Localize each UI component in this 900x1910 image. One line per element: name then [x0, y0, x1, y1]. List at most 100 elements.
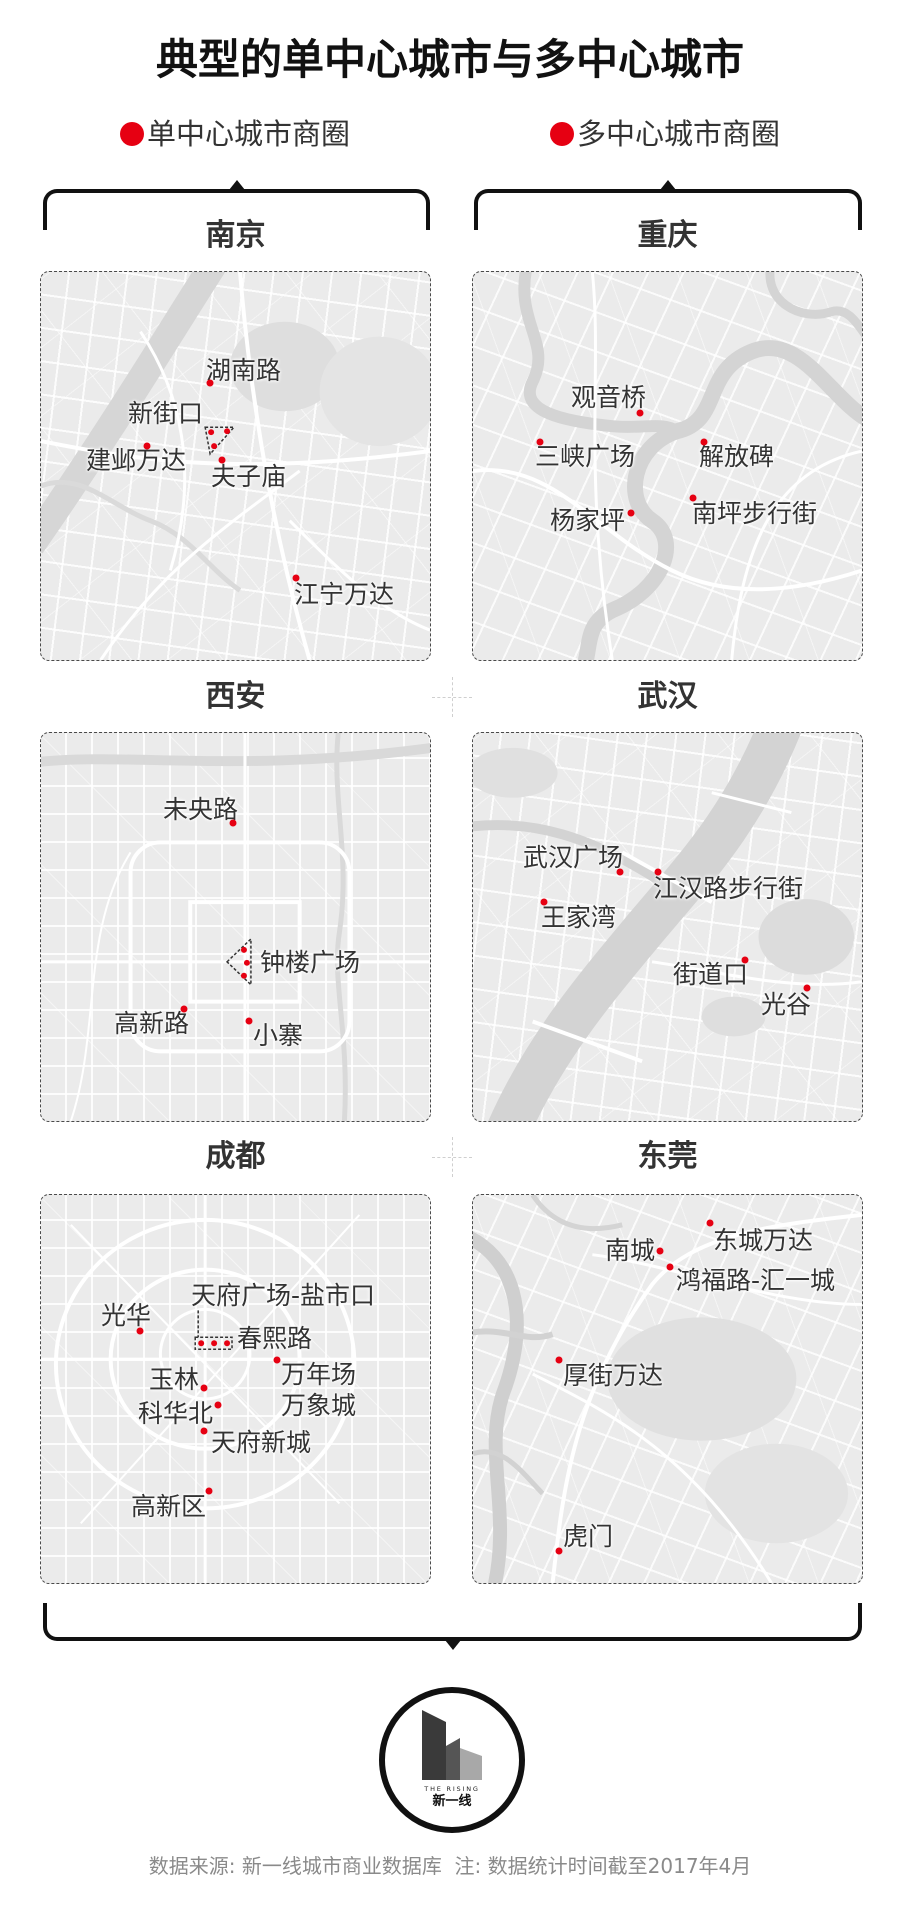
district-marker	[214, 1401, 222, 1409]
district-marker	[656, 1247, 664, 1255]
district-label: 科华北	[138, 1399, 214, 1428]
map-background	[473, 272, 862, 660]
major-roads	[41, 272, 430, 660]
district-marker	[143, 442, 151, 450]
district-label: 南坪步行街	[692, 499, 818, 528]
logo-english-text: THE RISING	[423, 1785, 479, 1793]
map-chongqing: 观音桥 三峡广场 解放碑 杨家坪 南坪步行街	[472, 271, 863, 661]
water-features	[473, 733, 855, 1121]
map-dongguan: 南城 东城万达 鸿福路-汇一城 厚街万达 虎门	[472, 1194, 863, 1584]
legend-single-center: 单中心城市商圈	[147, 117, 351, 151]
district-marker	[666, 1263, 674, 1271]
district-marker	[636, 409, 644, 417]
map-background	[41, 733, 430, 1121]
district-marker	[218, 456, 226, 464]
district-marker	[292, 574, 300, 582]
map-background	[41, 1195, 430, 1583]
legend-multi-center: 多中心城市商圈	[577, 117, 781, 151]
map-chengdu: 光华 天府广场-盐市口 春熙路 万年场 万象城 玉林 科华北 天府新城 高新区	[40, 1194, 431, 1584]
district-label: 东城万达	[713, 1226, 814, 1255]
bracket-single-center	[43, 180, 430, 230]
building-logo-icon: THE RISING 新一线	[422, 1710, 482, 1809]
district-label: 江宁万达	[294, 580, 395, 609]
bracket-multi-center	[474, 180, 862, 230]
district-marker	[206, 379, 214, 387]
district-label: 高新区	[131, 1492, 207, 1521]
map-wuhan: 武汉广场 江汉路步行街 王家湾 街道口 光谷	[472, 732, 863, 1122]
district-label: 光谷	[761, 990, 812, 1019]
major-roads	[532, 1212, 862, 1583]
district-label: 玉林	[149, 1365, 200, 1394]
district-marker	[540, 898, 548, 906]
city-title-chengdu: 成都	[205, 1139, 266, 1174]
logo-chinese-text: 新一线	[432, 1793, 471, 1809]
bell-tower-zone	[225, 937, 252, 987]
district-marker	[245, 1017, 253, 1025]
district-label: 杨家坪	[550, 506, 626, 535]
district-marker	[654, 868, 662, 876]
district-label: 天府广场-盐市口	[191, 1281, 376, 1310]
district-marker	[706, 1219, 714, 1227]
district-label: 钟楼广场	[260, 948, 361, 977]
district-label: 江汉路步行街	[653, 874, 804, 903]
district-label: 春熙路	[237, 1324, 313, 1353]
city-title-chongqing: 重庆	[637, 218, 698, 253]
legend-dot-multi	[550, 122, 574, 146]
major-roads	[532, 791, 862, 1064]
xinjiekou-zone	[204, 426, 236, 456]
page-title: 典型的单中心城市与多中心城市	[155, 35, 744, 84]
source-note: 数据来源: 新一线城市商业数据库 注: 数据统计时间截至2017年4月	[148, 1854, 752, 1878]
city-title-xian: 西安	[205, 679, 266, 714]
district-label: 新街口	[128, 399, 204, 428]
tianfu-square-zone	[194, 1310, 233, 1350]
district-marker	[205, 1487, 213, 1495]
crosshair-mark	[452, 1137, 453, 1177]
district-label: 建邺万达	[86, 446, 187, 475]
district-marker	[555, 1356, 563, 1364]
district-label: 夫子庙	[211, 462, 287, 491]
district-label: 南城	[605, 1236, 656, 1265]
map-xian: 未央路 钟楼广场 高新路 小寨	[40, 732, 431, 1122]
district-label: 武汉广场	[523, 843, 624, 872]
district-label: 虎门	[563, 1522, 614, 1551]
district-marker	[273, 1356, 281, 1364]
bracket-bottom	[43, 1603, 862, 1650]
water-features	[518, 272, 862, 660]
district-marker	[200, 1427, 208, 1435]
district-label: 天府新城	[211, 1428, 312, 1457]
district-marker	[627, 509, 635, 517]
district-label: 小寨	[253, 1021, 304, 1050]
map-nanjing: 湖南路 新街口 建邺万达 夫子庙 江宁万达	[40, 271, 431, 661]
major-roads	[41, 1195, 430, 1583]
district-marker	[555, 1547, 563, 1555]
district-label: 湖南路	[206, 356, 282, 385]
district-marker	[136, 1327, 144, 1335]
city-title-wuhan: 武汉	[637, 679, 698, 714]
district-marker	[229, 819, 237, 827]
district-marker	[803, 984, 811, 992]
district-label: 鸿福路-汇一城	[676, 1266, 836, 1295]
district-marker	[700, 438, 708, 446]
district-marker	[689, 494, 697, 502]
brand-logo: THE RISING 新一线	[379, 1687, 525, 1833]
district-label: 观音桥	[571, 383, 647, 412]
district-label: 未央路	[163, 795, 239, 824]
water-features	[41, 272, 430, 593]
major-roads	[473, 272, 862, 660]
district-marker	[180, 1005, 188, 1013]
map-background	[473, 1195, 862, 1583]
district-label: 万象城	[281, 1391, 357, 1420]
district-label: 厚街万达	[563, 1361, 664, 1390]
legend-dot-single	[120, 122, 144, 146]
district-label: 王家湾	[541, 903, 617, 932]
city-title-nanjing: 南京	[205, 218, 266, 253]
city-title-dongguan: 东莞	[637, 1139, 698, 1174]
crosshair-mark	[452, 677, 453, 717]
district-label: 解放碑	[699, 442, 775, 471]
district-label: 高新路	[114, 1009, 190, 1038]
district-label: 光华	[101, 1301, 152, 1330]
district-marker	[616, 868, 624, 876]
water-features	[473, 1195, 849, 1583]
map-background	[473, 733, 862, 1121]
district-marker	[536, 438, 544, 446]
